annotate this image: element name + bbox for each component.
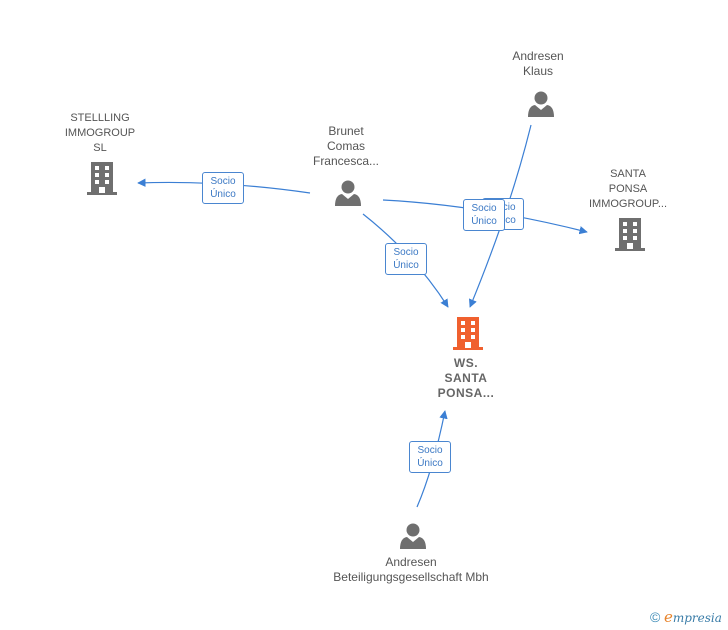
copyright-icon: © bbox=[650, 609, 661, 625]
node-label-andresen-klaus[interactable]: Andresen Klaus bbox=[512, 49, 564, 78]
node-label-santa-ponsa-immo[interactable]: SANTA PONSA IMMOGROUP... bbox=[588, 168, 668, 210]
person-icon[interactable] bbox=[528, 91, 554, 118]
node-label-brunet[interactable]: Brunet Comas Francesca... bbox=[312, 124, 380, 168]
person-icon[interactable] bbox=[400, 523, 426, 550]
edge-label-brunet-stellling: Socio Único bbox=[202, 172, 244, 204]
node-label-stellling[interactable]: STELLLING IMMOGROUP SL bbox=[64, 112, 136, 154]
building-focus-icon[interactable] bbox=[453, 317, 483, 350]
edge-label-andresen-beteiligung-ws: Socio Único bbox=[409, 441, 451, 473]
node-label-andresen-beteiligung[interactable]: Andresen Beteiligungsgesellschaft Mbh bbox=[333, 555, 489, 584]
edge-label-brunet-santa-ponsa-immo: Socio Único bbox=[463, 199, 505, 231]
building-icon[interactable] bbox=[615, 218, 645, 251]
building-icon[interactable] bbox=[87, 162, 117, 195]
empresia-logo[interactable]: © empresia bbox=[650, 608, 722, 626]
brand-name: mpresia bbox=[672, 611, 722, 625]
node-label-ws-santa-ponsa[interactable]: WS. SANTA PONSA... bbox=[437, 356, 495, 400]
brand-initial: e bbox=[663, 608, 673, 626]
edge-label-brunet-ws: Socio Único bbox=[385, 243, 427, 275]
person-icon[interactable] bbox=[335, 180, 361, 207]
